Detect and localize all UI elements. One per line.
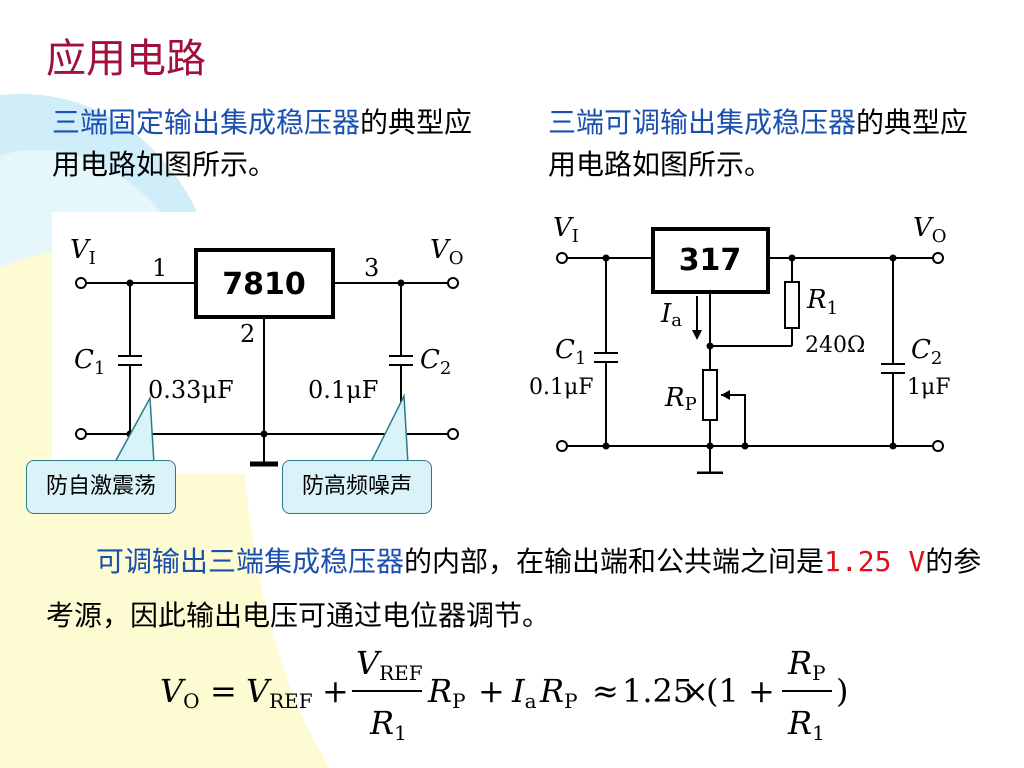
right-ic-label: 317 bbox=[679, 243, 742, 278]
c1-label: C1 bbox=[74, 345, 105, 379]
c2-label: C2 bbox=[420, 345, 451, 379]
bottom-part2: 的参考源，因此输出电压可通过电位器调节。 bbox=[46, 545, 982, 632]
formula-frac-den: R1 bbox=[369, 704, 407, 745]
formula-plus1: + bbox=[322, 672, 349, 710]
formula-vo: VO bbox=[160, 672, 200, 713]
formula-const: 1.25 bbox=[622, 672, 693, 710]
ia-label: Ia bbox=[660, 299, 682, 331]
output-voltage-formula: VO = VREF + VREF R1 RP + Ia RP ≈ 1.25 × … bbox=[160, 644, 848, 745]
left-description: 三端固定输出集成稳压器的典型应用电路如图所示。 bbox=[52, 102, 492, 186]
rp-label: RP bbox=[664, 383, 697, 415]
r1-value: 240Ω bbox=[805, 333, 865, 358]
r1-label: R1 bbox=[806, 285, 838, 319]
pin3-label: 3 bbox=[364, 254, 379, 282]
fixed-regulator-circuit: 7810 VI VO 1 2 3 C1 0.33μF C2 0.1μF bbox=[52, 212, 492, 474]
formula-frac2-num: RP bbox=[787, 644, 826, 685]
pin2-label: 2 bbox=[240, 320, 255, 348]
left-highlight: 三端固定输出集成稳压器 bbox=[52, 106, 361, 139]
c1-value: 0.33μF bbox=[148, 376, 234, 404]
formula-rp: RP bbox=[427, 672, 466, 713]
formula-frac-num: VREF bbox=[356, 644, 423, 685]
formula-rp2: RP bbox=[539, 672, 578, 713]
right-rest: 的典型应用电路如图所示。 bbox=[548, 106, 969, 181]
formula-eq: = bbox=[210, 672, 237, 710]
right-c2-label: C2 bbox=[911, 335, 942, 369]
adjustable-regulator-circuit: 317 VI VO Ia R1 240Ω RP C1 0.1μF C2 1μF bbox=[527, 212, 967, 474]
right-vout-label: VO bbox=[913, 213, 947, 247]
right-c2-value: 1μF bbox=[907, 375, 951, 400]
slide-title: 应用电路 bbox=[46, 36, 206, 82]
right-vin-label: VI bbox=[553, 213, 579, 247]
left-ic-label: 7810 bbox=[222, 267, 306, 302]
formula-vref: VREF bbox=[246, 672, 313, 713]
left-vout-label: VO bbox=[430, 235, 464, 269]
right-highlight: 三端可调输出集成稳压器 bbox=[548, 106, 857, 139]
right-c1-label: C1 bbox=[555, 335, 586, 369]
left-vin-label: VI bbox=[70, 235, 96, 269]
c2-value: 0.1μF bbox=[308, 376, 378, 404]
right-description: 三端可调输出集成稳压器的典型应用电路如图所示。 bbox=[548, 102, 988, 186]
left-rest: 的典型应用电路如图所示。 bbox=[52, 106, 473, 181]
pin1-label: 1 bbox=[152, 254, 167, 282]
bottom-part1: 的内部，在输出端和公共端之间是 bbox=[404, 545, 825, 578]
bottom-description: 可调输出三端集成稳压器的内部，在输出端和公共端之间是1.25 V的参考源，因此输… bbox=[46, 535, 986, 643]
right-c1-value: 0.1μF bbox=[529, 375, 594, 400]
callout-noise-filter: 防高频噪声 bbox=[282, 460, 432, 514]
formula-plus2: + bbox=[478, 672, 505, 710]
formula-approx: ≈ bbox=[592, 672, 619, 710]
formula-times: × bbox=[682, 672, 709, 710]
formula-paren-close: ) bbox=[836, 672, 848, 710]
callout-anti-oscillation: 防自激震荡 bbox=[26, 460, 176, 514]
formula-plus3: + bbox=[748, 672, 775, 710]
formula-frac2-den: R1 bbox=[787, 704, 825, 745]
bottom-highlight: 可调输出三端集成稳压器 bbox=[96, 545, 405, 578]
reference-voltage: 1.25 V bbox=[824, 545, 926, 578]
formula-paren-open: (1 bbox=[706, 672, 739, 710]
formula-ia: Ia bbox=[511, 672, 537, 713]
